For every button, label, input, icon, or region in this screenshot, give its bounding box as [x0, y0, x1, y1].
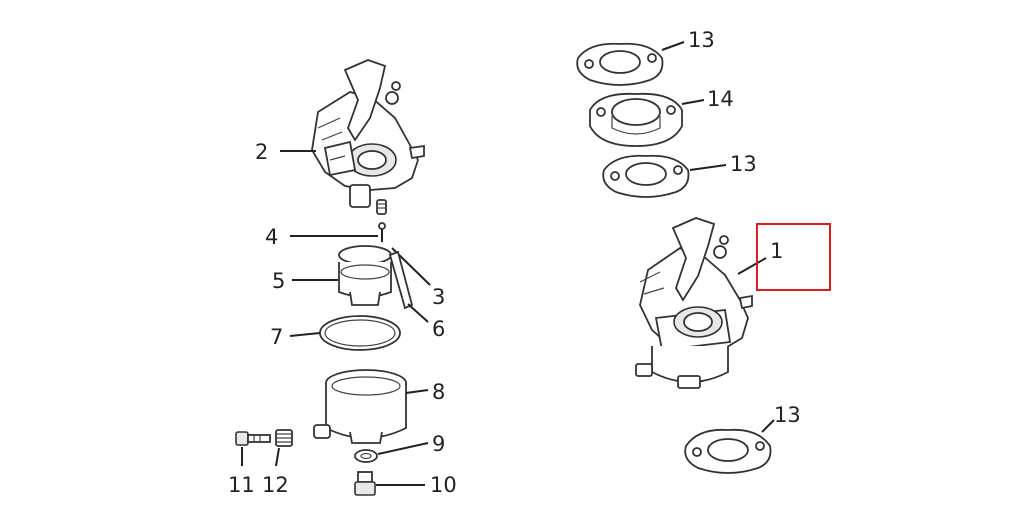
part-3-pin — [376, 199, 387, 215]
highlight-box — [756, 223, 831, 291]
part-9-washer — [354, 449, 378, 463]
callout-6: 6 — [432, 317, 445, 341]
callout-9: 9 — [432, 432, 445, 456]
part-8-float-bowl — [313, 369, 407, 444]
callout-12: 12 — [262, 473, 289, 497]
part-13-gasket-middle — [602, 154, 690, 198]
part-13-gasket-top — [576, 42, 664, 86]
callout-10: 10 — [430, 473, 457, 497]
callout-13-top: 13 — [688, 28, 715, 52]
part-2-carburetor-body — [311, 59, 425, 208]
part-11-screw — [235, 431, 271, 446]
callout-4: 4 — [265, 225, 278, 249]
callout-2: 2 — [255, 140, 268, 164]
callout-1: 1 — [770, 239, 783, 263]
callout-13-middle: 13 — [730, 152, 757, 176]
part-7-gasket-ring — [319, 315, 401, 351]
callout-8: 8 — [432, 380, 445, 404]
part-4-needle — [378, 222, 386, 242]
part-12-spring — [275, 429, 293, 447]
part-6-float-pin — [388, 250, 414, 310]
callout-5: 5 — [272, 269, 285, 293]
part-14-spacer — [589, 92, 683, 147]
callout-7: 7 — [270, 325, 283, 349]
callout-3: 3 — [432, 285, 445, 309]
callout-11: 11 — [228, 473, 255, 497]
part-1-carburetor-assembly — [635, 217, 753, 389]
part-5-float — [338, 245, 392, 306]
part-13-gasket-bottom — [684, 428, 772, 474]
part-10-bowl-bolt — [354, 471, 376, 496]
callout-14: 14 — [707, 87, 734, 111]
callout-13-bottom: 13 — [774, 403, 801, 427]
